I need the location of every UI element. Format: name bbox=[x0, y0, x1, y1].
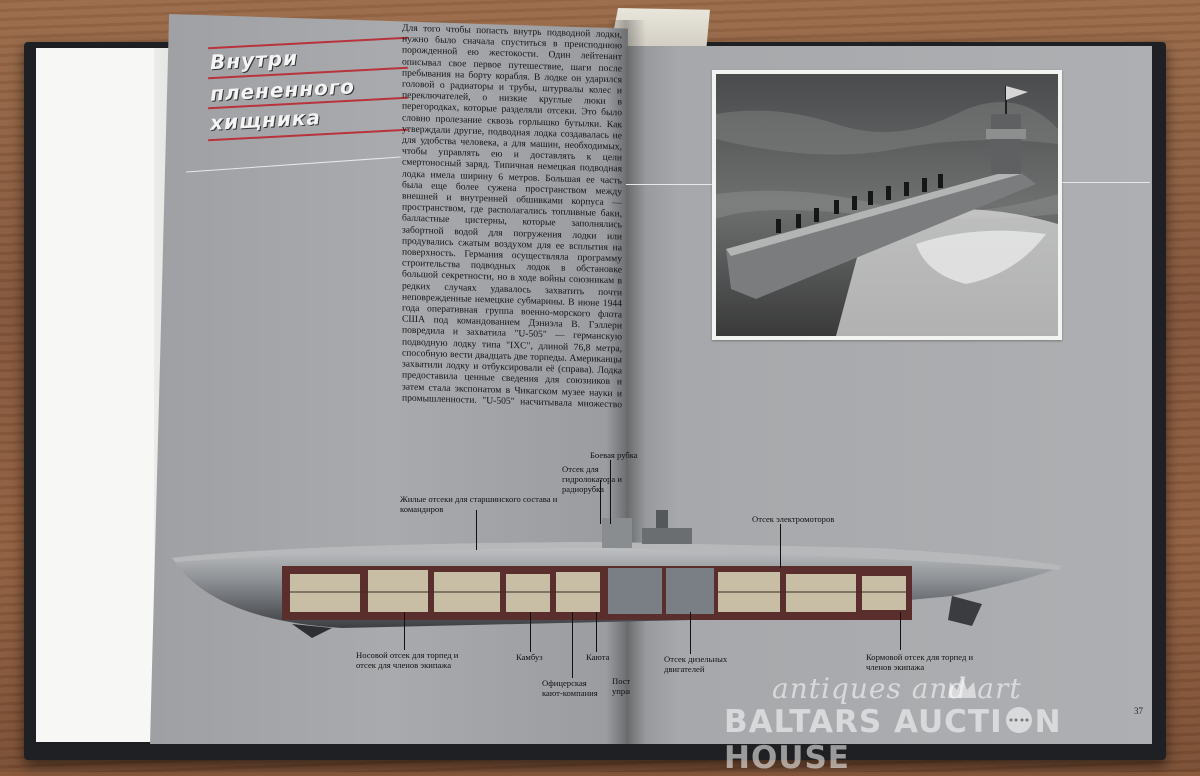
watermark-o-dots-icon bbox=[1005, 707, 1032, 733]
title-line-3: хищника bbox=[209, 105, 322, 135]
watermark-brand-part1: BALTARS AUCTI bbox=[724, 704, 1003, 740]
leader-line bbox=[596, 612, 597, 652]
leader-line bbox=[900, 612, 901, 650]
leader-line bbox=[530, 612, 531, 652]
page-divider-rule bbox=[1062, 182, 1150, 183]
leader-line bbox=[476, 510, 477, 550]
article-body-text: Для того чтобы попасть внутрь подводной … bbox=[402, 22, 622, 410]
book-spine-shadow bbox=[606, 20, 646, 744]
page-divider-rule bbox=[626, 184, 712, 185]
label-electric-motors: Отсек электромоторов bbox=[752, 514, 835, 524]
captured-submarine-photo bbox=[716, 74, 1058, 336]
leader-line bbox=[600, 480, 601, 524]
title-line-1: Внутри bbox=[209, 45, 299, 75]
label-stern-torpedo: Кормовой отсек для торпед и членов экипа… bbox=[866, 652, 974, 672]
crown-icon bbox=[948, 676, 976, 698]
label-galley: Камбуз bbox=[516, 652, 543, 662]
watermark-tagline: antiques and art bbox=[772, 672, 1022, 705]
submarine-photo-illustration bbox=[716, 74, 1058, 336]
label-conning-tower: Боевая рубка bbox=[590, 450, 638, 460]
title-red-rule bbox=[208, 36, 408, 50]
leader-line bbox=[404, 612, 405, 650]
label-bow-torpedo: Носовой отсек для торпед и отсек для чле… bbox=[356, 650, 459, 670]
label-control-room: Пост управления bbox=[612, 676, 630, 696]
submarine-cutaway-diagram bbox=[172, 500, 1072, 650]
label-officers-wardroom: Офицерская кают-компания bbox=[542, 678, 598, 698]
leader-line bbox=[572, 612, 573, 678]
leader-line bbox=[690, 612, 691, 654]
submarine-photo-frame bbox=[712, 70, 1062, 340]
title-white-rule bbox=[186, 156, 401, 173]
leader-line bbox=[780, 524, 781, 568]
label-diesel-engines: Отсек дизельных двигателей bbox=[664, 654, 728, 674]
leader-line bbox=[610, 460, 611, 524]
label-sonar-radio: Отсек для гидролокатора и радиорубка bbox=[562, 464, 622, 494]
label-living-quarters: Жилые отсеки для старшинского состава и … bbox=[400, 494, 558, 514]
watermark-brand-part2: N HOUSE bbox=[724, 704, 1062, 776]
page-number: 37 bbox=[1134, 706, 1143, 716]
article-title-block: Внутри плененного хищника bbox=[186, 30, 408, 180]
submarine-cutaway-illustration bbox=[172, 510, 1062, 638]
label-captain-cabin: Каюта командира bbox=[586, 652, 610, 662]
